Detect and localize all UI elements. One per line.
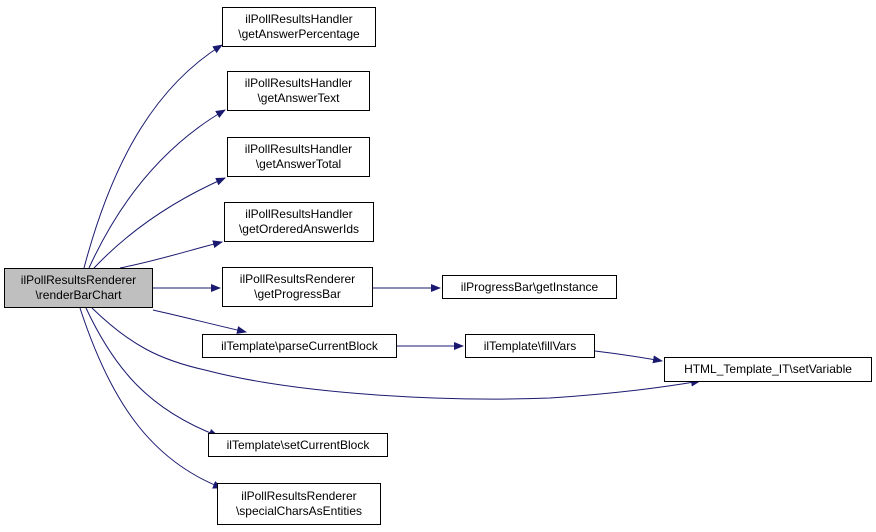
node-get-ordered-answer-ids[interactable]: ilPollResultsHandler \getOrderedAnswerId… <box>224 202 374 242</box>
edge-root-to-set-current-block <box>85 307 219 437</box>
node-render-bar-chart-class: ilPollResultsRenderer <box>20 273 137 287</box>
node-get-answer-percentage[interactable]: ilPollResultsHandler \getAnswerPercentag… <box>222 7 376 47</box>
node-get-progress-bar[interactable]: ilPollResultsRenderer \getProgressBar <box>222 267 373 307</box>
node-get-answer-text[interactable]: ilPollResultsHandler \getAnswerText <box>227 71 370 111</box>
edge-fill-vars-to-set-variable <box>594 350 663 364</box>
node-render-bar-chart-method: \renderBarChart <box>35 288 122 302</box>
node-progress-bar-get-instance-label: ilProgressBar\getInstance <box>460 279 599 294</box>
node-get-answer-total[interactable]: ilPollResultsHandler \getAnswerTotal <box>227 137 370 177</box>
node-get-answer-text-class: ilPollResultsHandler <box>244 76 353 90</box>
edge-root-to-get-ordered-answer-ids <box>119 240 223 269</box>
node-get-answer-percentage-method: \getAnswerPercentage <box>238 27 360 41</box>
node-get-answer-total-method: \getAnswerTotal <box>255 157 342 171</box>
node-fill-vars[interactable]: ilTemplate\fillVars <box>465 334 595 358</box>
node-get-progress-bar-class: ilPollResultsRenderer <box>239 272 356 286</box>
node-special-chars-as-entities-method: \specialCharsAsEntities <box>235 504 363 518</box>
node-parse-current-block[interactable]: ilTemplate\parseCurrentBlock <box>202 334 397 358</box>
node-get-answer-total-class: ilPollResultsHandler <box>244 142 353 156</box>
node-set-variable-label: HTML_Template_IT\setVariable <box>684 362 852 376</box>
node-set-variable[interactable]: HTML_Template_IT\setVariable <box>664 357 872 382</box>
node-fill-vars-label: ilTemplate\fillVars <box>483 338 577 353</box>
node-get-progress-bar-method: \getProgressBar <box>254 287 341 301</box>
edge-root-to-set-variable <box>91 307 701 400</box>
node-get-ordered-answer-ids-method: \getOrderedAnswerIds <box>238 222 360 236</box>
node-get-answer-percentage-class: ilPollResultsHandler <box>245 12 353 26</box>
node-special-chars-as-entities[interactable]: ilPollResultsRenderer \specialCharsAsEnt… <box>217 483 381 525</box>
node-special-chars-as-entities-class: ilPollResultsRenderer <box>241 489 357 503</box>
node-parse-current-block-label: ilTemplate\parseCurrentBlock <box>221 338 378 353</box>
edge-root-to-get-answer-total <box>93 177 226 269</box>
node-progress-bar-get-instance[interactable]: ilProgressBar\getInstance <box>442 275 617 299</box>
edge-root-to-parse-current-block <box>152 309 247 334</box>
edge-root-to-special-chars-as-entities <box>79 307 223 489</box>
node-get-answer-text-method: \getAnswerText <box>257 91 340 105</box>
edge-root-to-get-answer-percentage <box>83 44 223 269</box>
node-set-current-block[interactable]: ilTemplate\setCurrentBlock <box>208 433 388 457</box>
node-render-bar-chart[interactable]: ilPollResultsRenderer \renderBarChart <box>4 268 153 308</box>
node-get-ordered-answer-ids-class: ilPollResultsHandler <box>245 207 353 221</box>
node-set-current-block-label: ilTemplate\setCurrentBlock <box>226 437 370 452</box>
edge-root-to-get-answer-text <box>88 109 226 269</box>
